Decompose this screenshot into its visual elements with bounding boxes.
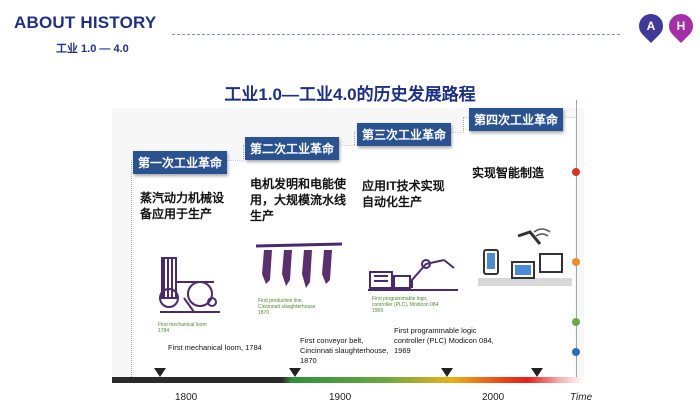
stage-photo-caption-1: First mechanical loom 1784 bbox=[158, 322, 207, 334]
badge-h-icon: H bbox=[664, 9, 698, 43]
page-title: ABOUT HISTORY bbox=[14, 13, 157, 32]
stage-desc-1: 蒸汽动力机械设备应用于生产 bbox=[140, 191, 225, 221]
stage-photo-caption-2: First production line, Cincinnati slaugh… bbox=[258, 298, 316, 316]
axis-dot-blue bbox=[572, 348, 580, 356]
stage-card-1 bbox=[131, 160, 244, 377]
conveyor-line-icon bbox=[256, 242, 342, 288]
timeline-marker-4 bbox=[531, 368, 543, 377]
stage-desc-4: 实现智能制造 bbox=[472, 166, 545, 180]
stage-photo-caption-3: First programmable logic controller (PLC… bbox=[372, 296, 439, 314]
timeline-marker-1 bbox=[154, 368, 166, 377]
stage-caption-1: First mechanical loom, 1784 bbox=[168, 343, 262, 352]
badge-a-label: A bbox=[646, 19, 656, 33]
mechanical-loom-icon bbox=[159, 257, 220, 313]
stage-label-1: 第一次工业革命 bbox=[133, 151, 228, 174]
vertical-axis bbox=[576, 100, 577, 380]
plc-robot-icon bbox=[368, 259, 458, 291]
diagram-title: 工业1.0—工业4.0的历史发展路程 bbox=[224, 85, 476, 104]
badge-a-icon: A bbox=[634, 9, 668, 43]
timeline-marker-3 bbox=[441, 368, 453, 377]
stage-caption-3: First programmable logic controller (PLC… bbox=[394, 326, 494, 355]
stage-desc-2: 电机发明和电能使用，大规模流水线生产 bbox=[250, 177, 347, 223]
stage-desc-3: 应用IT技术实现自动化生产 bbox=[362, 179, 445, 209]
timeline-tick-2000: 2000 bbox=[482, 392, 505, 403]
axis-dot-green bbox=[572, 318, 580, 326]
badge-h-label: H bbox=[676, 19, 686, 33]
header-divider bbox=[172, 34, 620, 35]
stage-label-3: 第三次工业革命 bbox=[357, 123, 452, 146]
stage-label-4: 第四次工业革命 bbox=[469, 108, 564, 131]
stage-label-2: 第二次工业革命 bbox=[245, 137, 340, 160]
axis-dot-orange bbox=[572, 258, 580, 266]
timeline-marker-2 bbox=[289, 368, 301, 377]
page-subtitle: 工业 1.0 — 4.0 bbox=[56, 43, 129, 55]
timeline-bar bbox=[112, 377, 584, 383]
smart-manufacturing-icon bbox=[478, 228, 572, 286]
timeline-end-label: Time bbox=[570, 392, 593, 403]
timeline-tick-1800: 1800 bbox=[175, 392, 198, 403]
timeline-tick-1900: 1900 bbox=[329, 392, 352, 403]
stage-card-4 bbox=[463, 117, 575, 377]
axis-dot-red bbox=[572, 168, 580, 176]
stage-caption-2: First conveyor belt, Cincinnati slaughte… bbox=[300, 336, 389, 365]
